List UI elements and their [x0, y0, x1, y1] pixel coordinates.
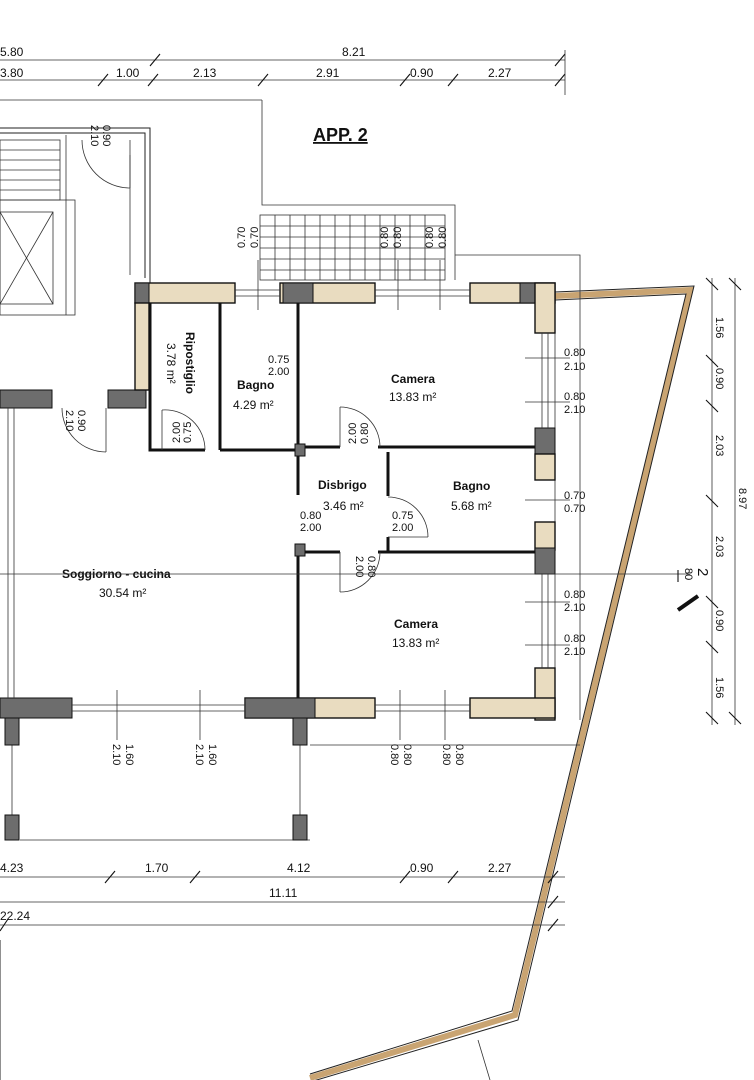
entry-door-width: 0.90	[75, 410, 87, 431]
interior-walls	[148, 303, 535, 698]
disbrigo-door-width: 0.80	[300, 510, 321, 522]
dim-right-total: 8.97	[736, 488, 748, 509]
bottom-window-3-width: 0.80	[401, 744, 413, 765]
rip-door-width: 0.75	[182, 422, 194, 443]
room-camera2-name: Camera	[394, 617, 438, 631]
window-ticks	[116, 260, 570, 740]
dim-top-2-13: 2.13	[193, 66, 217, 80]
bottom-window-2-width: 1.60	[206, 744, 218, 765]
right-window-3-width: 0.70	[564, 490, 585, 502]
apartment-title: APP. 2	[313, 125, 368, 145]
room-camera-name: Camera	[391, 372, 435, 386]
camera-door-width: 0.80	[359, 423, 371, 444]
balcony-dim-1: 0.70	[236, 227, 248, 248]
right-window-5-height: 2.10	[564, 646, 585, 658]
dim-top-2-27: 2.27	[488, 66, 512, 80]
dim-top-5-80: 5.80	[0, 45, 24, 59]
stair-door-width: 0.90	[100, 125, 112, 146]
right-window-1-height: 2.10	[564, 361, 585, 373]
dim-right-2-03-top: 2.03	[713, 435, 725, 456]
bottom-window-4-width: 0.80	[453, 744, 465, 765]
dim-bottom-1-70: 1.70	[145, 861, 169, 875]
opening-labels: 0.90 2.10 0.75 2.00 0.75 2.00 0.80 2.00 …	[63, 347, 585, 765]
room-bagno2-area: 5.68 m²	[451, 499, 492, 513]
section-marker: 2 80	[0, 568, 711, 612]
room-bagno-name: Bagno	[237, 378, 274, 392]
door-swings	[61, 406, 429, 593]
bagno-door-width: 0.75	[268, 354, 289, 366]
balcony-dim-3: 0.80	[379, 227, 391, 248]
dim-top-2-91: 2.91	[316, 66, 340, 80]
bottom-window-1-width: 1.60	[123, 744, 135, 765]
room-labels: Ripostiglio 3.78 m² Bagno 4.29 m² Camera…	[62, 332, 492, 650]
balcony-grating: 0.70 0.70 0.80 0.80 0.80 0.80	[0, 99, 581, 720]
bagno2-door-height: 2.00	[392, 522, 413, 534]
lower-terrace	[0, 717, 580, 1080]
room-soggiorno-area: 30.54 m²	[99, 586, 146, 600]
dim-right-1-56-top: 1.56	[713, 317, 725, 338]
room-disbrigo-area: 3.46 m²	[323, 499, 364, 513]
bottom-window-2-height: 2.10	[193, 744, 205, 765]
camera-door-height: 2.00	[347, 423, 359, 444]
right-window-2-height: 2.10	[564, 404, 585, 416]
stair-door-height: 2.10	[88, 125, 100, 146]
section-number: 2	[694, 568, 711, 576]
room-disbrigo-name: Disbrigo	[318, 478, 367, 492]
room-bagno2-name: Bagno	[453, 479, 490, 493]
top-dimension-lines: 5.80 8.21 3.80 1.00 2.13 2.91 0.90 2.27	[0, 45, 566, 95]
balcony-dim-2: 0.70	[249, 227, 261, 248]
dim-bottom-0-90: 0.90	[410, 861, 434, 875]
right-dimension-lines: 1.56 0.90 2.03 2.03 0.90 1.56 8.97	[705, 277, 748, 725]
balcony-dim-4: 0.80	[392, 227, 404, 248]
right-window-3-height: 0.70	[564, 503, 585, 515]
bottom-window-4-height: 0.80	[440, 744, 452, 765]
balcony-dim-6: 0.80	[437, 227, 449, 248]
right-window-4-height: 2.10	[564, 602, 585, 614]
camera2-door-width: 0.80	[365, 556, 377, 577]
dim-bottom-11-11: 11.11	[269, 886, 298, 900]
dim-top-0-90: 0.90	[410, 66, 434, 80]
room-bagno-area: 4.29 m²	[233, 398, 274, 412]
room-ripostiglio-area: 3.78 m²	[164, 343, 178, 384]
dim-right-1-56-bottom: 1.56	[713, 677, 725, 698]
dim-top-3-80: 3.80	[0, 66, 24, 80]
right-window-5-width: 0.80	[564, 633, 585, 645]
camera2-door-height: 2.00	[353, 556, 365, 577]
entry-door-height: 2.10	[63, 410, 75, 431]
bagno2-door-width: 0.75	[392, 510, 413, 522]
bottom-window-1-height: 2.10	[110, 744, 122, 765]
terrace-outline	[309, 285, 695, 1080]
dim-bottom-4-23: 4.23	[0, 861, 24, 875]
bagno-door-height: 2.00	[268, 366, 289, 378]
rip-door-height: 2.00	[171, 422, 183, 443]
room-camera2-area: 13.83 m²	[392, 636, 439, 650]
dim-right-0-90-bottom: 0.90	[713, 610, 725, 631]
right-window-1-width: 0.80	[564, 347, 585, 359]
dim-bottom-4-12: 4.12	[287, 861, 311, 875]
room-camera-area: 13.83 m²	[389, 390, 436, 404]
balcony-dim-5: 0.80	[424, 227, 436, 248]
exterior-walls	[0, 282, 556, 721]
dim-right-2-03-bottom: 2.03	[713, 536, 725, 557]
dim-bottom-22-24: 22.24	[0, 909, 30, 923]
bottom-window-3-height: 0.80	[388, 744, 400, 765]
right-window-4-width: 0.80	[564, 589, 585, 601]
right-window-2-width: 0.80	[564, 391, 585, 403]
dim-right-0-90-top: 0.90	[713, 368, 725, 389]
room-ripostiglio-name: Ripostiglio	[183, 332, 197, 394]
bottom-dimension-lines: 4.23 1.70 4.12 0.90 2.27 11.11 22.24	[0, 861, 565, 932]
stairwell: 0.90 2.10	[0, 125, 151, 316]
dim-top-8-21: 8.21	[342, 45, 366, 59]
section-sub-label: 80	[682, 568, 694, 580]
dim-bottom-2-27: 2.27	[488, 861, 512, 875]
disbrigo-door-height: 2.00	[300, 522, 321, 534]
dim-top-1-00: 1.00	[116, 66, 140, 80]
